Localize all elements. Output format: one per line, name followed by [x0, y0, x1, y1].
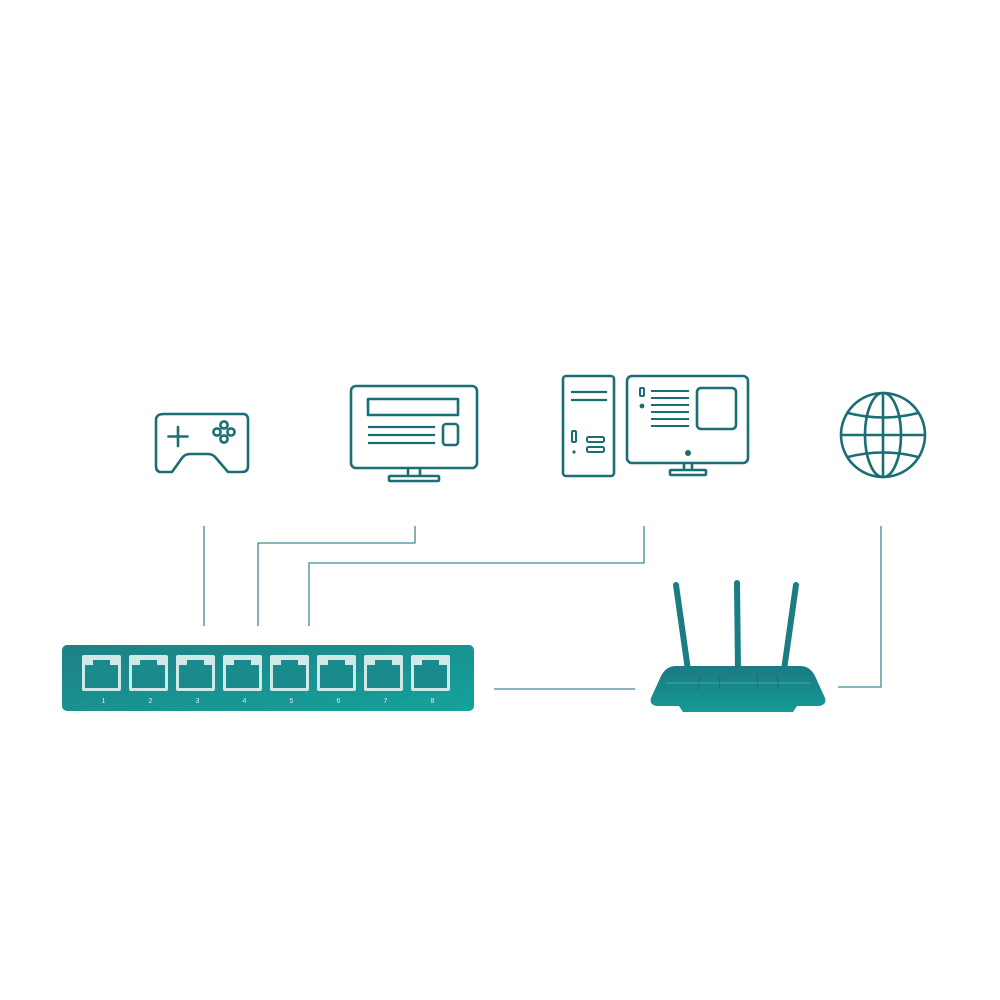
- router-antenna: [781, 582, 799, 673]
- network-switch-icon: 1 2 3 4 5 6 7 8: [62, 645, 474, 711]
- switch-port: 5: [270, 655, 309, 705]
- switch-port: 3: [176, 655, 215, 705]
- port-number: 8: [431, 698, 435, 705]
- switch-port: 4: [223, 655, 262, 705]
- switch-ports: 1 2 3 4 5 6 7 8: [82, 655, 450, 705]
- globe-icon: [839, 391, 927, 479]
- port-number: 6: [337, 698, 341, 705]
- link-globe-router: [838, 526, 882, 688]
- link-pc-switch: [308, 526, 645, 626]
- monitor-icon: [349, 384, 479, 483]
- port-number: 7: [384, 698, 388, 705]
- desktop-computer-icon: [561, 374, 750, 478]
- switch-port: 2: [129, 655, 168, 705]
- port-number: 3: [196, 698, 200, 705]
- port-number: 1: [102, 698, 106, 705]
- connection-lines: [203, 526, 882, 690]
- router-antenna: [734, 580, 741, 673]
- switch-port: 7: [364, 655, 403, 705]
- router-antenna: [673, 582, 691, 673]
- port-number: 2: [149, 698, 153, 705]
- wifi-router-icon: [650, 580, 826, 712]
- port-number: 4: [243, 698, 247, 705]
- gamepad-icon: [154, 412, 250, 474]
- switch-port: 6: [317, 655, 356, 705]
- router-body: [650, 666, 826, 712]
- port-number: 5: [290, 698, 294, 705]
- link-tv-switch: [257, 526, 416, 626]
- switch-port: 8: [411, 655, 450, 705]
- switch-port: 1: [82, 655, 121, 705]
